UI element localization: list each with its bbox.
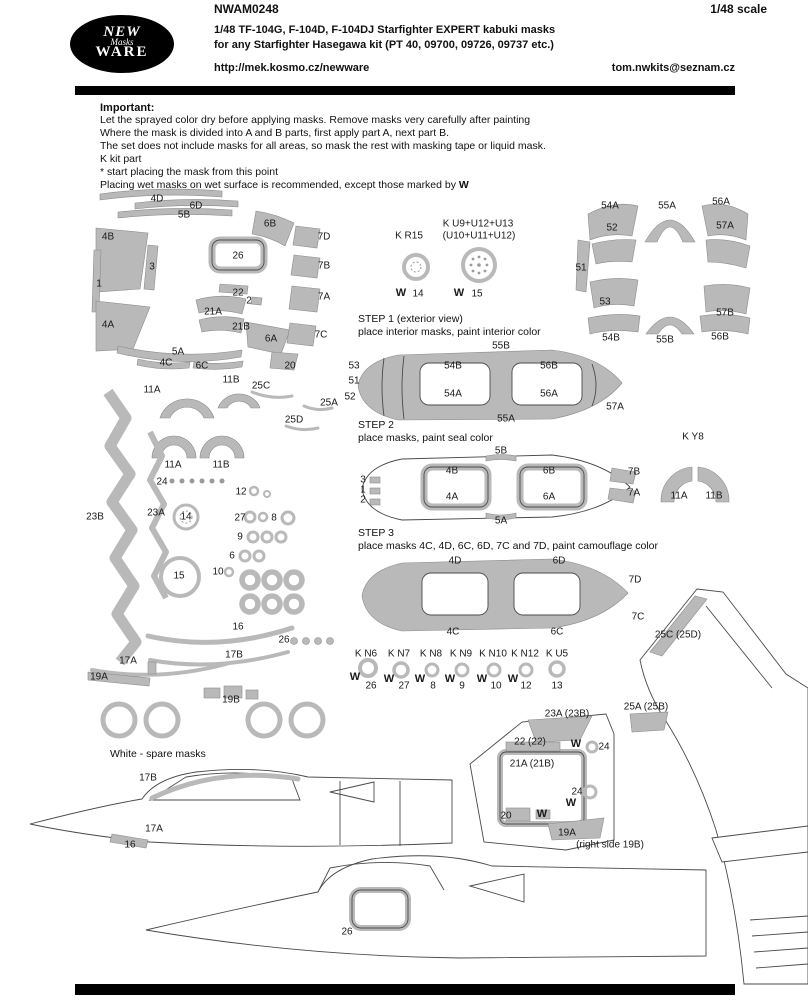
scale-label: 1/48 scale bbox=[710, 2, 767, 16]
step3-title: STEP 3 bbox=[358, 527, 394, 539]
instruction-line-wet-masks: Placing wet masks on wet surface is reco… bbox=[100, 179, 546, 192]
title-line-1: 1/48 TF-104G, F-104D, F-104DJ Starfighte… bbox=[214, 24, 556, 36]
wet-masks-text: Placing wet masks on wet surface is reco… bbox=[100, 179, 459, 191]
spare-masks-note: White - spare masks bbox=[110, 748, 206, 760]
step1-title: STEP 1 (exterior view) bbox=[358, 313, 463, 325]
instruction-line: K kit part bbox=[100, 153, 142, 165]
step1-subtitle: place interior masks, paint interior col… bbox=[358, 326, 541, 338]
product-code: NWAM0248 bbox=[214, 2, 279, 16]
logo-text-new: NEW bbox=[103, 24, 141, 40]
website-text: http://mek.kosmo.cz/newware bbox=[214, 62, 370, 74]
email-text: tom.nwkits@seznam.cz bbox=[611, 62, 735, 74]
instruction-line: Let the sprayed color dry before applyin… bbox=[100, 114, 531, 126]
step3-subtitle: place masks 4C, 4D, 6C, 6D, 7C and 7D, p… bbox=[358, 540, 658, 552]
newware-logo: NEW Masks WARE bbox=[70, 15, 174, 73]
important-heading: Important: bbox=[100, 102, 155, 114]
bottom-divider-bar bbox=[75, 984, 735, 995]
title-line-2: for any Starfighter Hasegawa kit (PT 40,… bbox=[214, 39, 554, 51]
step2-title: STEP 2 bbox=[358, 419, 394, 431]
instruction-line: * start placing the mask from this point bbox=[100, 166, 278, 178]
instruction-line: The set does not include masks for all a… bbox=[100, 140, 546, 152]
w-marker: W bbox=[458, 179, 469, 191]
logo-text-masks: Masks bbox=[110, 37, 134, 47]
step2-subtitle: place masks, paint seal color bbox=[358, 432, 493, 444]
logo-text-ware: WARE bbox=[95, 44, 149, 60]
instruction-line: Where the mask is divided into A and B p… bbox=[100, 127, 450, 139]
top-divider-bar bbox=[75, 86, 735, 95]
important-block: Important: Let the sprayed color dry bef… bbox=[100, 102, 546, 192]
